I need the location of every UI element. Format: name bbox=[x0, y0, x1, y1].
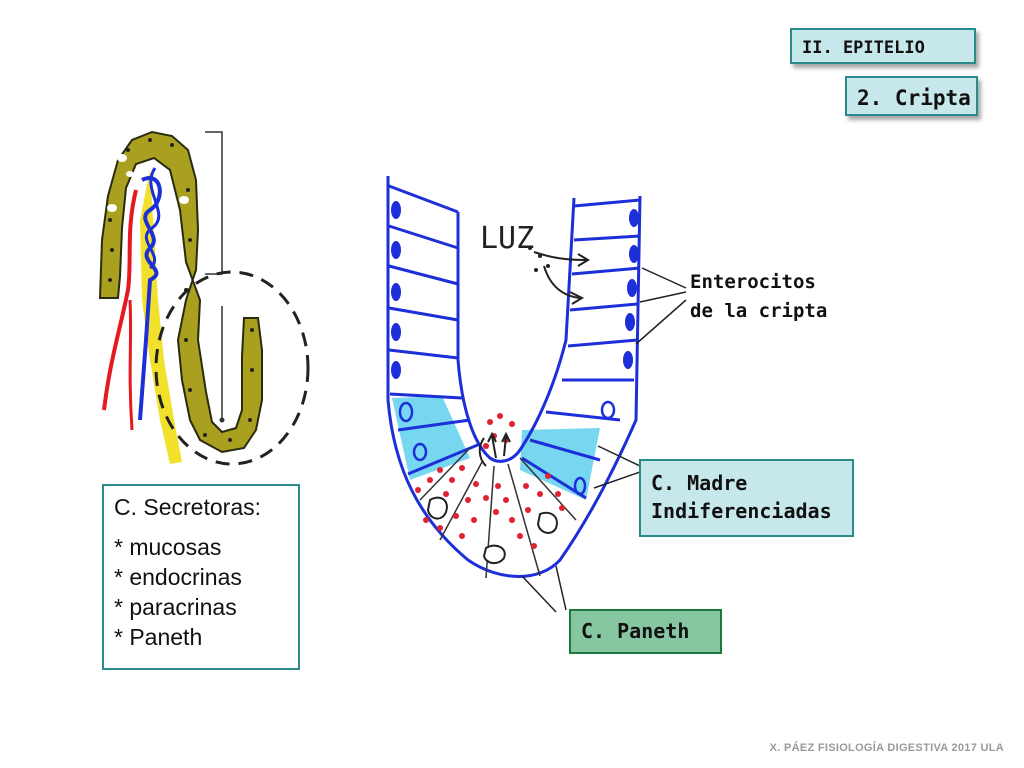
enterocitos-line1: Enterocitos bbox=[690, 271, 816, 293]
topic-tag: 2. Cripta bbox=[845, 76, 978, 116]
section-tag: II. EPITELIO bbox=[790, 28, 976, 64]
list-item: * paracrinas bbox=[114, 594, 237, 620]
enterocitos-line2: de la cripta bbox=[690, 300, 828, 322]
secretory-cells-box: C. Secretoras: * mucosas * endocrinas * … bbox=[102, 484, 300, 670]
list-item: * mucosas bbox=[114, 534, 222, 560]
stem-cells-label: C. Madre Indiferenciadas bbox=[639, 459, 854, 537]
secretoras-title: C. Secretoras: bbox=[114, 494, 261, 520]
list-item: * Paneth bbox=[114, 624, 203, 650]
luz-label: LUZ bbox=[480, 221, 534, 256]
madre-line1: C. Madre bbox=[651, 471, 748, 495]
madre-line2: Indiferenciadas bbox=[651, 499, 832, 523]
list-item: * endocrinas bbox=[114, 564, 242, 590]
paneth-label: C. Paneth bbox=[569, 609, 722, 654]
pointer-lines bbox=[521, 267, 687, 613]
enterocitos-label: Enterocitos de la cripta bbox=[690, 268, 827, 326]
footer-credit: X. PÁEZ FISIOLOGÍA DIGESTIVA 2017 ULA bbox=[769, 742, 1004, 754]
crypt-drawing bbox=[386, 176, 642, 579]
villus-crypt-sketch bbox=[98, 130, 310, 466]
paneth-granules bbox=[415, 413, 565, 549]
